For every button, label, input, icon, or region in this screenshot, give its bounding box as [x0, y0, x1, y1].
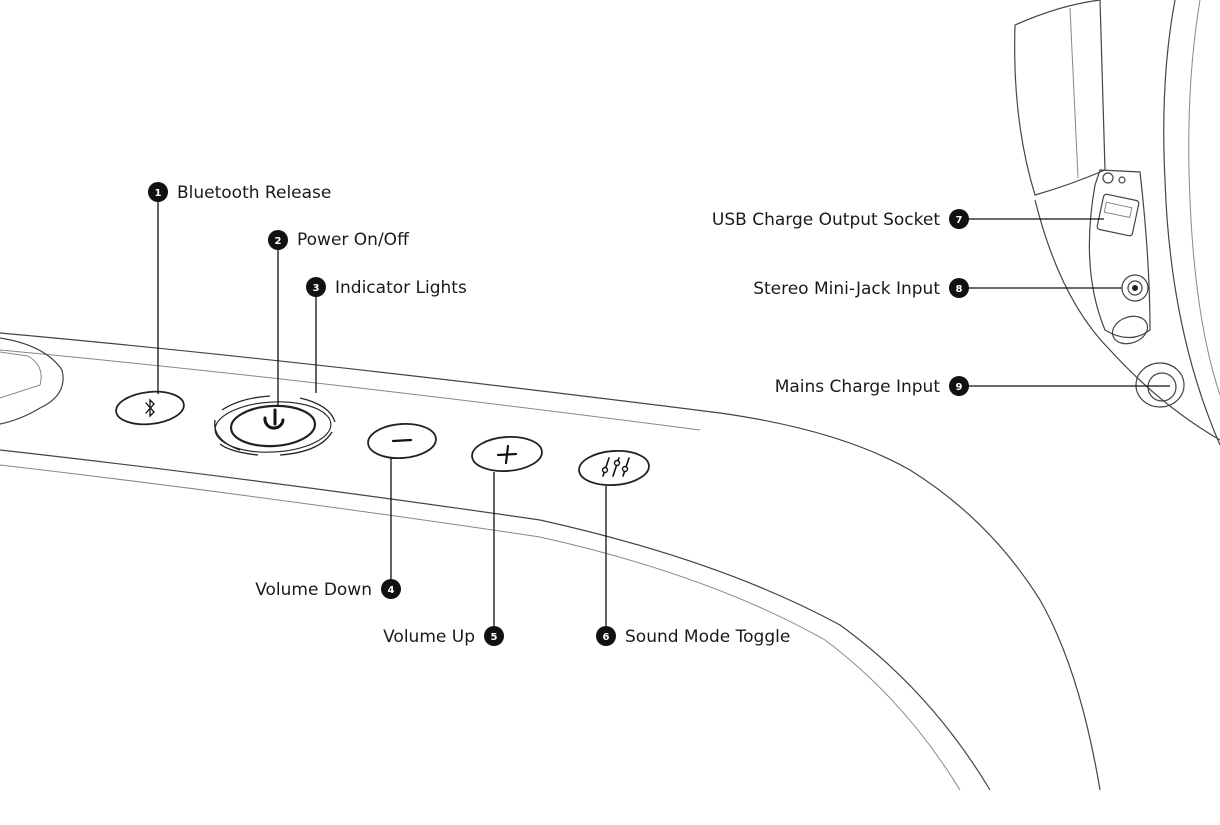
sound-mode-button[interactable] — [578, 449, 650, 488]
svg-text:4: 4 — [388, 585, 395, 596]
callout-usb-output: 7 USB Charge Output Socket — [712, 209, 969, 230]
indicator-lights — [214, 395, 336, 456]
label-volume-up: Volume Up — [383, 627, 475, 647]
label-indicator-lights: Indicator Lights — [335, 278, 467, 298]
label-mini-jack: Stereo Mini-Jack Input — [753, 279, 940, 299]
power-button[interactable] — [229, 404, 317, 448]
bluetooth-icon — [145, 398, 155, 418]
label-mains-charge: Mains Charge Input — [775, 377, 941, 397]
svg-text:9: 9 — [956, 382, 963, 393]
label-bluetooth-release: Bluetooth Release — [177, 183, 331, 203]
callout-indicator-lights: 3 Indicator Lights — [306, 277, 467, 298]
label-usb-output: USB Charge Output Socket — [712, 210, 940, 230]
svg-text:1: 1 — [155, 188, 162, 199]
svg-text:7: 7 — [956, 215, 963, 226]
callout-mini-jack: 8 Stereo Mini-Jack Input — [753, 278, 969, 299]
svg-text:6: 6 — [603, 632, 610, 643]
callout-power: 2 Power On/Off — [268, 230, 410, 250]
leader-lines — [157, 200, 1170, 628]
callout-bluetooth-release: 1 Bluetooth Release — [148, 182, 331, 203]
svg-text:5: 5 — [491, 632, 498, 643]
label-volume-down: Volume Down — [255, 580, 372, 600]
minus-icon — [391, 438, 413, 443]
svg-text:8: 8 — [956, 284, 963, 295]
callout-mains-charge: 9 Mains Charge Input — [775, 376, 969, 397]
power-icon — [263, 408, 285, 430]
volume-up-button[interactable] — [471, 435, 543, 474]
label-sound-mode: Sound Mode Toggle — [625, 627, 790, 647]
volume-down-button[interactable] — [367, 422, 437, 461]
speaker-body — [0, 0, 1220, 791]
bluetooth-button[interactable] — [115, 389, 186, 428]
label-power: Power On/Off — [297, 230, 410, 250]
plus-icon — [496, 444, 518, 465]
svg-text:2: 2 — [275, 236, 282, 247]
callout-sound-mode: 6 Sound Mode Toggle — [596, 626, 790, 647]
callout-volume-down: 4 Volume Down — [255, 579, 401, 600]
callout-volume-up: 5 Volume Up — [383, 626, 504, 647]
svg-text:3: 3 — [313, 283, 320, 294]
equalizer-icon — [601, 457, 630, 477]
